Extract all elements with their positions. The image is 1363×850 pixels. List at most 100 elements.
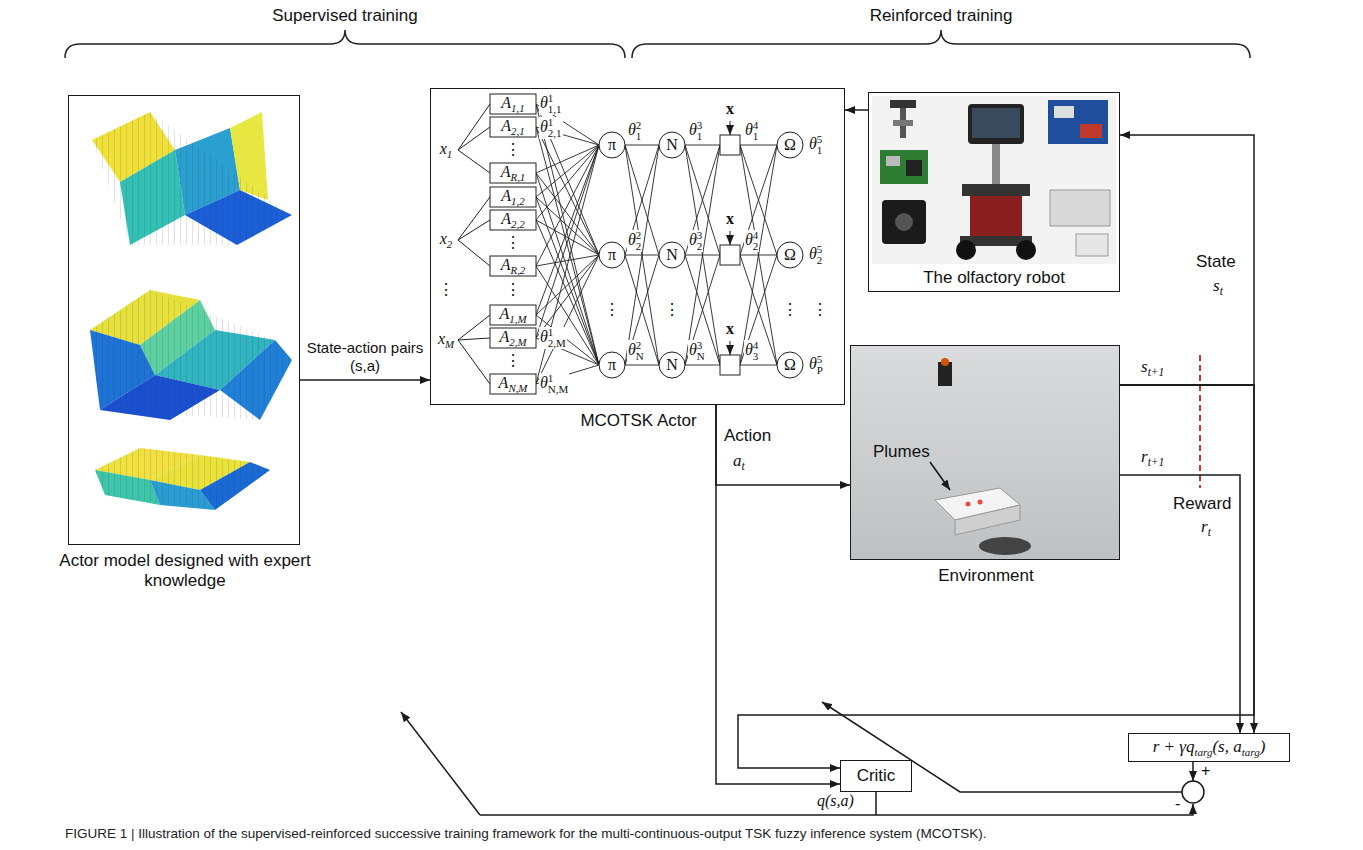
label-text: s <box>1213 276 1220 295</box>
membership-link <box>458 220 490 240</box>
label-text: θ <box>628 121 636 138</box>
index-stack: 1N,M <box>548 373 568 395</box>
subscript: 1,M <box>509 313 526 325</box>
normalize-node <box>659 352 685 378</box>
output-link <box>740 145 777 146</box>
label-text: A <box>501 210 511 227</box>
label-group: θ1N,M <box>539 373 569 395</box>
label-group: x <box>725 320 735 338</box>
subscript: 2,2 <box>511 218 525 230</box>
computer-board <box>886 156 900 166</box>
target-box: r + γqtarg(s, atarg) <box>1128 733 1290 762</box>
subscript: t+1 <box>1148 366 1165 379</box>
label-text: π <box>608 246 616 263</box>
label-text: ⋮ <box>505 352 521 369</box>
consequent-node <box>720 355 740 375</box>
index-stack: 41 <box>753 120 759 142</box>
rule-link <box>536 127 599 255</box>
label-text: θ <box>540 328 548 345</box>
text-row: Critic <box>841 761 911 791</box>
label-group: θ2N <box>627 340 645 362</box>
subscript: N <box>697 351 705 362</box>
norm-link <box>625 145 659 255</box>
rule-link <box>536 315 599 365</box>
superscript: 1 <box>548 93 562 104</box>
label-text: ⋮ <box>664 301 680 318</box>
label-group: x1 <box>439 140 454 160</box>
computer-board <box>880 150 928 184</box>
connector <box>716 405 850 485</box>
rule-link <box>536 197 599 365</box>
norm-link <box>625 255 659 365</box>
normalize-node <box>659 242 685 268</box>
output-link <box>740 255 777 365</box>
label-group: xM <box>437 330 455 350</box>
label-group: θ43 <box>744 340 759 362</box>
output-link <box>740 145 777 255</box>
membership-link <box>458 150 490 173</box>
surface-mesh <box>90 290 292 420</box>
membership-box <box>490 163 536 183</box>
rule-link <box>536 145 599 338</box>
subscript: t <box>1220 285 1223 298</box>
membership-link <box>458 338 490 340</box>
label-text: x <box>726 100 734 117</box>
index-stack: 32 <box>697 230 703 252</box>
subscript: 1 <box>817 145 823 156</box>
label-group: π <box>607 356 617 374</box>
superscript: 2 <box>636 120 642 131</box>
superscript: 2 <box>636 230 642 241</box>
label-group: θ51 <box>808 134 823 156</box>
index-stack: 21 <box>636 120 642 142</box>
robot-photo-box: The olfactory robot <box>868 92 1120 292</box>
rule-link <box>536 145 599 173</box>
subscript: M <box>445 338 454 350</box>
rule-link <box>536 145 599 384</box>
label-group: N <box>665 356 679 374</box>
label-text: ⋮ <box>505 141 521 158</box>
label-group: Ω <box>783 136 797 154</box>
superscript: 3 <box>697 230 703 241</box>
subscript: 2,M <box>509 336 526 348</box>
connector <box>300 379 430 381</box>
label-group: rt+1 <box>1140 447 1165 469</box>
label-group: N <box>665 246 679 264</box>
label-group: θ12,M <box>539 327 567 349</box>
robot-body <box>992 144 1000 184</box>
output-link <box>740 255 777 365</box>
label-text: θ <box>745 121 753 138</box>
subscript: 1,2 <box>511 195 525 207</box>
node-text: Critic <box>857 766 896 785</box>
subscript: 2,1 <box>548 128 562 139</box>
index-stack: 5P <box>817 354 823 376</box>
label-text: ⋮ <box>505 234 521 251</box>
label-group: + <box>1200 762 1211 780</box>
index-stack: 42 <box>753 230 759 252</box>
label-group: θ11,1 <box>539 93 563 115</box>
connector <box>1120 385 1254 733</box>
label-group: Reward <box>1172 494 1233 514</box>
subscript: R,2 <box>510 264 525 276</box>
robot-body <box>968 104 1024 144</box>
rule-link <box>536 145 599 315</box>
node-text: Environment <box>811 566 1161 586</box>
label-text: θ <box>689 231 697 248</box>
subscript: 2 <box>817 255 823 266</box>
index-stack: 2N <box>636 340 644 362</box>
subscript: 2 <box>697 241 703 252</box>
subscript: t+1 <box>1148 456 1165 469</box>
label-text: - <box>1175 795 1180 812</box>
label-group: st+1 <box>1140 357 1165 379</box>
membership-box <box>490 210 536 230</box>
label-text: N <box>666 136 678 153</box>
consequent-link <box>685 365 720 366</box>
label-group: Reinforced training <box>869 6 1014 26</box>
label-group: θ3N <box>688 340 706 362</box>
label-group: st <box>1212 276 1224 298</box>
environment-photo <box>851 346 1119 559</box>
floor <box>851 346 1119 559</box>
label-text: Ω <box>784 136 796 153</box>
label-text: ⋮ <box>505 281 521 298</box>
rule-link <box>536 220 599 255</box>
label-text: θ <box>689 341 697 358</box>
